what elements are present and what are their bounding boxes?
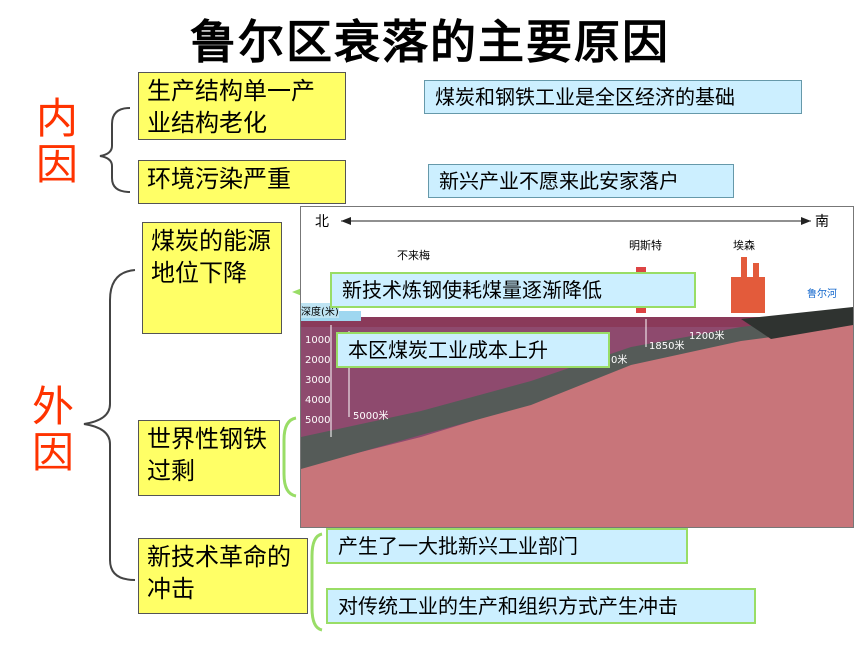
label-south: 南 bbox=[815, 214, 829, 230]
depth-tick-5000: 5000 bbox=[305, 415, 331, 426]
depth-tick-4000: 4000 bbox=[305, 395, 331, 406]
place-ruhr-river: 鲁尔河 bbox=[807, 289, 837, 300]
annotation-0m: 0米 bbox=[611, 355, 628, 366]
lower-strata bbox=[301, 319, 853, 527]
depth-tick-2000: 2000 bbox=[305, 355, 331, 366]
cause-single-structure: 生产结构单一产业结构老化 bbox=[138, 72, 346, 140]
effect-no-new-industry: 新兴产业不愿来此安家落户 bbox=[428, 164, 734, 198]
annotation-1200m: 1200米 bbox=[689, 331, 725, 342]
annotation-5000m: 5000米 bbox=[353, 411, 389, 422]
ruhr-wedge bbox=[741, 307, 853, 339]
annotation-1850m: 1850米 bbox=[649, 341, 685, 352]
internal-brace bbox=[99, 107, 131, 193]
cause-steel-surplus: 世界性钢铁过剩 bbox=[138, 420, 280, 496]
surface-layer bbox=[301, 317, 853, 327]
page-title: 鲁尔区衰落的主要原因 bbox=[190, 15, 670, 69]
place-munster: 明斯特 bbox=[629, 239, 662, 252]
place-essen: 埃森 bbox=[733, 239, 755, 252]
green-arrow bbox=[292, 288, 302, 296]
building-essen-3 bbox=[753, 263, 759, 277]
cause-pollution: 环境污染严重 bbox=[138, 160, 346, 204]
internal-label: 内因 bbox=[36, 94, 79, 189]
depth-axis-label: 深度(米) bbox=[301, 303, 339, 318]
effect-new-industries: 产生了一大批新兴工业部门 bbox=[326, 528, 688, 564]
green-bracket-tech bbox=[310, 532, 323, 632]
place-bremen: 不来梅 bbox=[397, 249, 430, 262]
cause-tech-revolution: 新技术革命的冲击 bbox=[138, 538, 308, 614]
cause-coal-energy-decline: 煤炭的能源地位下降 bbox=[142, 222, 282, 334]
building-essen-1 bbox=[731, 277, 765, 313]
depth-tick-1000: 1000 bbox=[305, 335, 331, 346]
effect-coal-steel-base: 煤炭和钢铁工业是全区经济的基础 bbox=[424, 80, 802, 114]
green-bracket-world bbox=[282, 416, 297, 498]
label-north: 北 bbox=[315, 214, 329, 230]
effect-coal-cost-rise: 本区煤炭工业成本上升 bbox=[336, 332, 610, 368]
building-essen-2 bbox=[741, 257, 747, 277]
effect-traditional-impact: 对传统工业的生产和组织方式产生冲击 bbox=[326, 588, 756, 624]
external-brace bbox=[83, 269, 136, 581]
effect-new-steel-tech: 新技术炼钢使耗煤量逐渐降低 bbox=[330, 272, 696, 308]
ns-arrow-left bbox=[341, 217, 351, 225]
external-label: 外因 bbox=[32, 382, 75, 477]
ns-arrow-right bbox=[801, 217, 811, 225]
depth-tick-3000: 3000 bbox=[305, 375, 331, 386]
